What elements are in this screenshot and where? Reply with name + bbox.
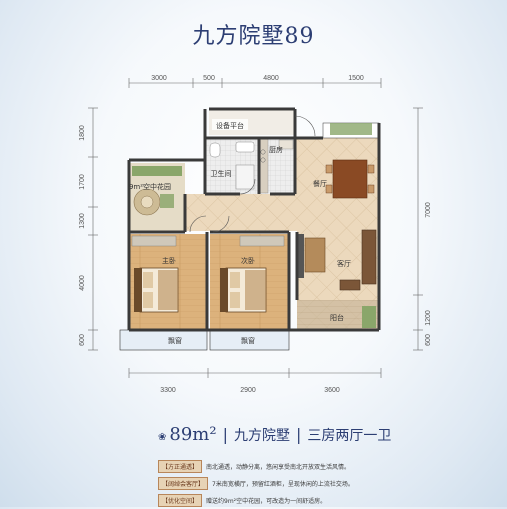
label-living: 客厅 [337, 259, 351, 268]
dim-right-3: 600 [425, 334, 432, 346]
feature-tag: 【阔绰会客厅】 [158, 476, 209, 490]
dim-right-1: 7000 [425, 202, 432, 218]
unit-area: 89m² [169, 424, 217, 445]
label-dining: 餐厅 [313, 179, 327, 188]
feature-item: 【优化空间】 赠送约9m²空中花园，可改造为一间舒适房。 [158, 492, 498, 508]
unit-summary: ❀ 89m² | 九方院墅 | 三房两厅一卫 [158, 424, 391, 448]
garden-chair [160, 194, 174, 208]
dimension-left [88, 107, 98, 351]
dim-left-5: 600 [79, 334, 86, 346]
label-second-bedroom: 次卧 [241, 256, 255, 265]
stove-burner [260, 149, 266, 155]
second-headboard [220, 268, 228, 312]
dim-top-3: 4800 [263, 75, 279, 82]
dim-bottom-1: 3300 [160, 387, 176, 394]
master-headboard [134, 268, 142, 312]
separator: | [295, 425, 302, 444]
label-bay-window-right: 飘窗 [241, 336, 255, 345]
dim-left-1: 1800 [79, 125, 86, 141]
bay-window-left [119, 329, 208, 351]
label-master-bedroom: 主卧 [162, 256, 176, 265]
feature-text: 赠送约9m²空中花园，可改造为一间舒适房。 [206, 497, 327, 505]
dimension-bottom [128, 368, 382, 378]
label-bathroom: 卫生间 [211, 169, 232, 178]
label-garden: 9m²空中花园 [129, 182, 171, 191]
dimension-right [413, 107, 423, 351]
armchair [339, 279, 361, 291]
label-bay-window-left: 飘窗 [168, 336, 182, 345]
shower [235, 164, 255, 190]
dim-right-2: 1200 [425, 310, 432, 326]
dim-top-2: 500 [203, 75, 215, 82]
feature-item: 【方正通透】 南北通透，动静分离，悠闲享受南北开放双生活风情。 [158, 458, 498, 474]
second-wardrobe [239, 235, 285, 247]
dining-table [332, 159, 368, 199]
doors [189, 115, 316, 233]
feature-text: 南北通透，动静分离，悠闲享受南北开放双生活风情。 [206, 463, 351, 471]
dim-left-4: 4000 [79, 275, 86, 291]
separator: | [222, 425, 228, 444]
dim-left-3: 1300 [79, 213, 86, 229]
unit-name: 九方院墅 [233, 428, 290, 444]
dining-chairs [325, 164, 375, 194]
flower-icon: ❀ [158, 432, 167, 443]
balcony-plants [362, 306, 376, 328]
dimension-top [128, 78, 382, 88]
north-balcony-plants [330, 123, 372, 135]
dim-top-1: 3000 [151, 75, 167, 82]
walls [127, 107, 381, 332]
coffee-table [304, 237, 326, 273]
dim-bottom-2: 2900 [240, 387, 256, 394]
master-wardrobe [131, 235, 177, 247]
dim-bottom-3: 3600 [324, 387, 340, 394]
kitchen-counter [259, 138, 269, 194]
label-equipment-platform: 设备平台 [216, 121, 244, 130]
label-kitchen: 厨房 [269, 145, 283, 154]
dim-top-4: 1500 [348, 75, 364, 82]
feature-item: 【阔绰会客厅】 7米南宽横厅，预留红酒柜，呈现休闲的上流社交场。 [158, 475, 498, 491]
garden-plants [132, 166, 182, 176]
washbasin [235, 141, 255, 153]
label-balcony: 阳台 [330, 313, 344, 322]
dim-left-2: 1700 [79, 174, 86, 190]
tv-cabinet [296, 234, 304, 278]
plan-title: 九方院墅89 [192, 24, 315, 49]
fridge [278, 139, 294, 150]
feature-tag: 【优化空间】 [158, 493, 203, 507]
feature-text: 7米南宽横厅，预留红酒柜，呈现休闲的上流社交场。 [212, 480, 354, 488]
feature-tag: 【方正通透】 [158, 459, 203, 473]
toilet [209, 142, 221, 158]
unit-layout: 三房两厅一卫 [307, 428, 392, 444]
sofa [361, 229, 377, 285]
feature-list: 【方正通透】 南北通透，动静分离，悠闲享受南北开放双生活风情。 【阔绰会客厅】 … [158, 458, 498, 509]
